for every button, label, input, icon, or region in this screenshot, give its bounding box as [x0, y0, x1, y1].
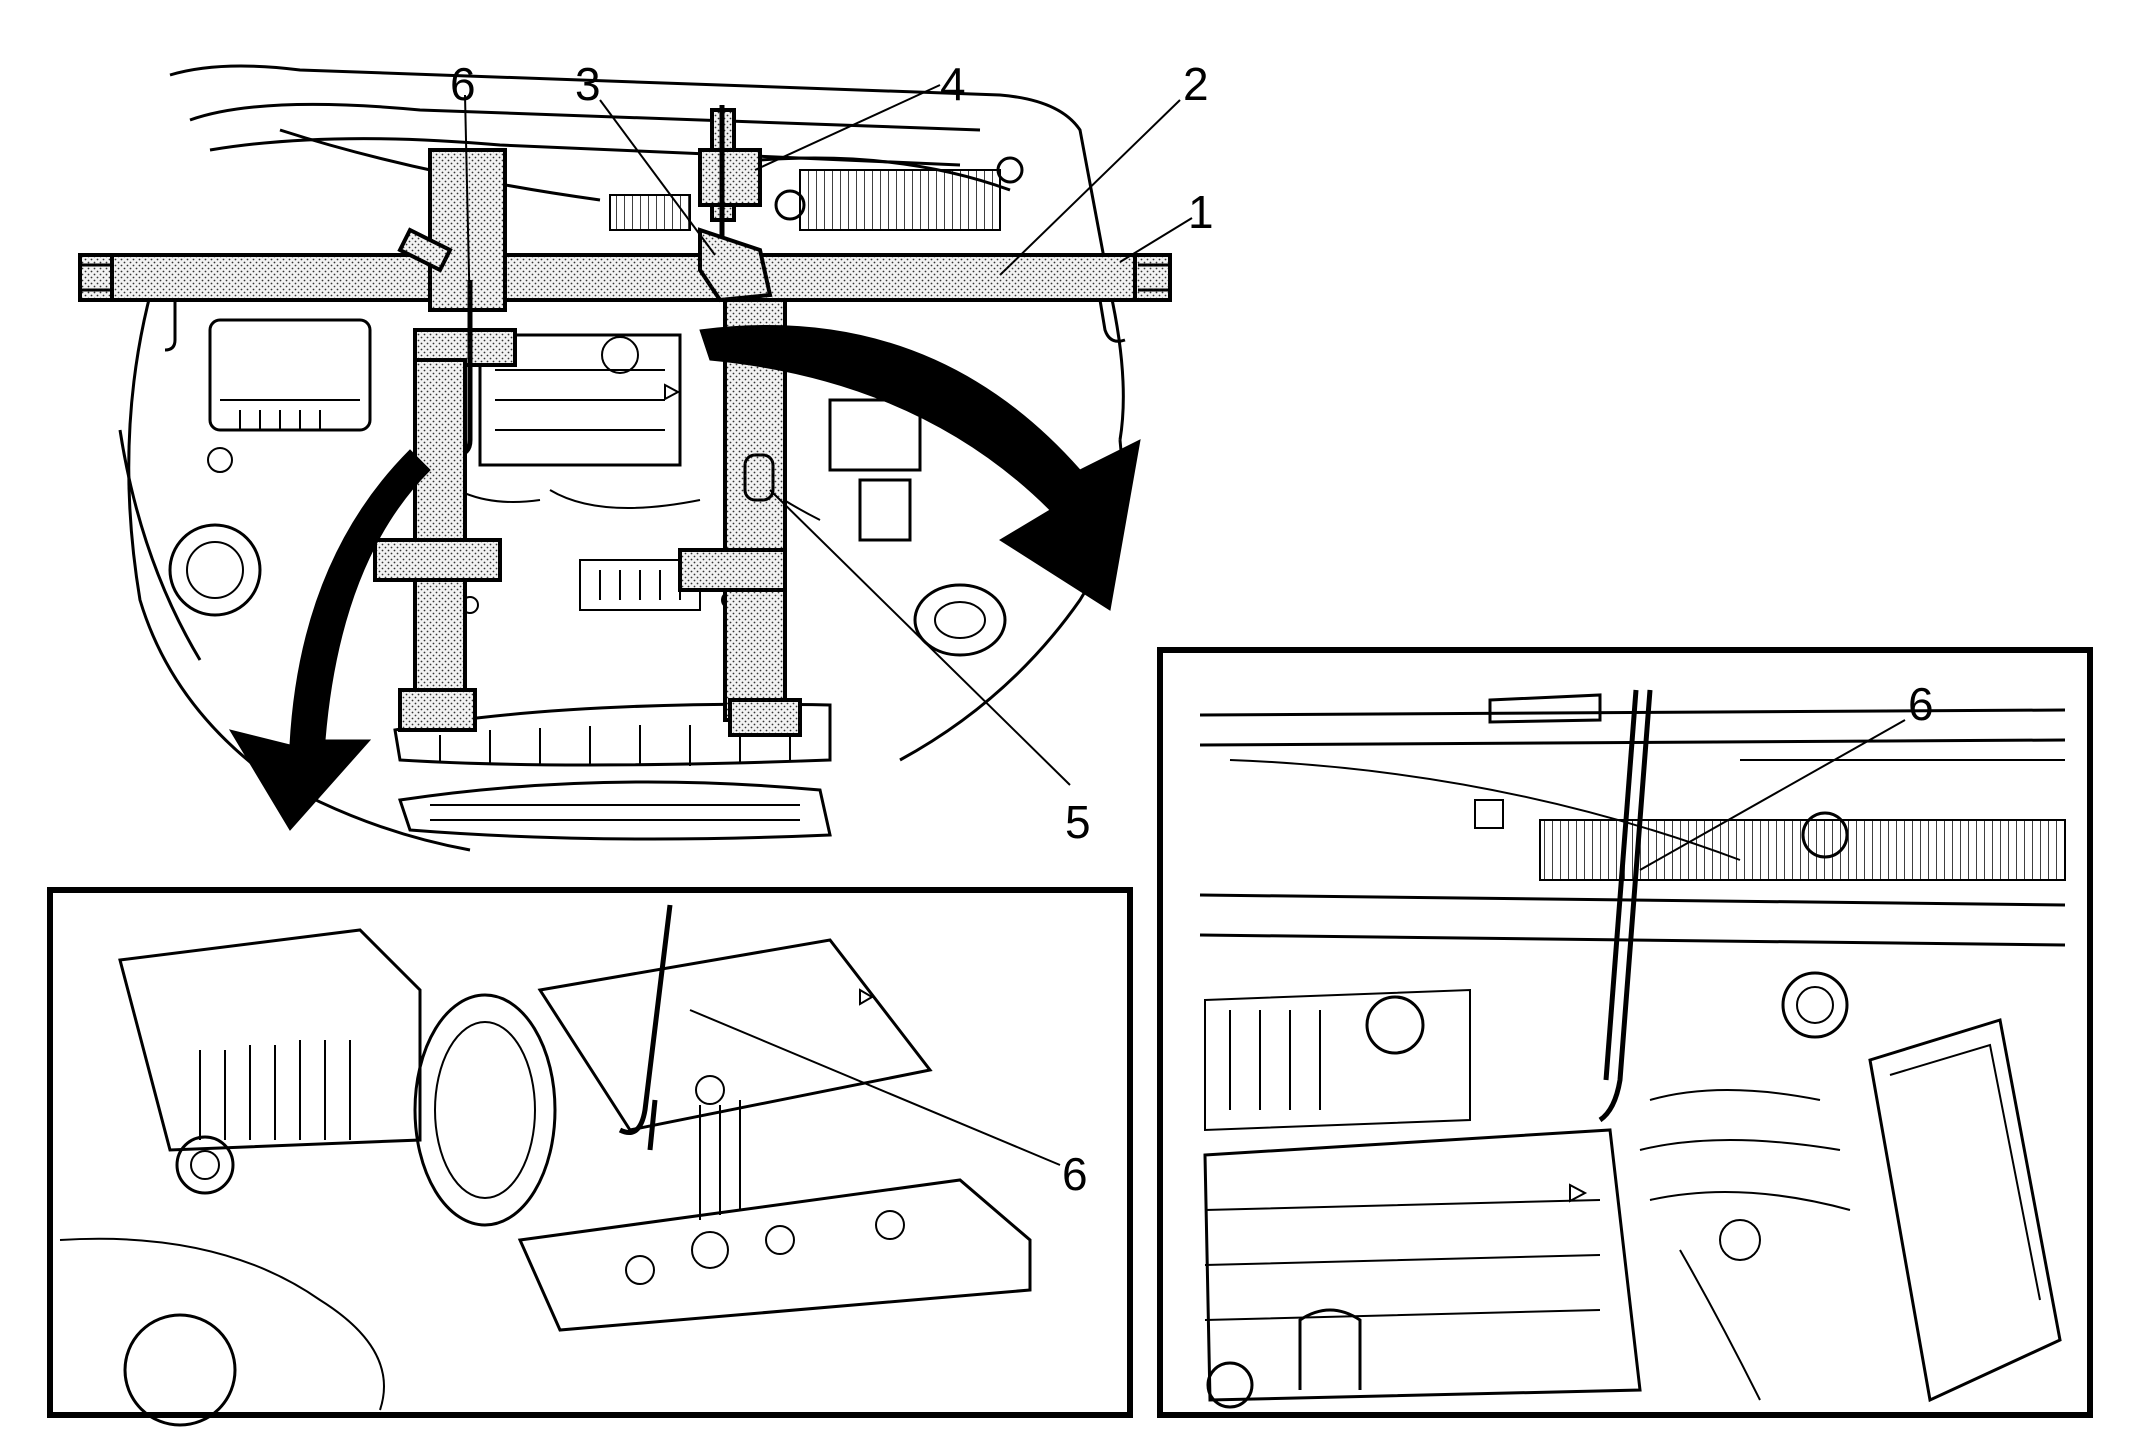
front-grille [393, 702, 832, 767]
inset-right-reservoir-cap [1781, 971, 1849, 1039]
callout-4: 4 [940, 58, 966, 110]
inset-left-engine-cover [537, 938, 933, 1132]
inset-right-leader-6 [1639, 719, 1906, 871]
inset-right-oil-cap [1365, 995, 1425, 1055]
callout-1: 1 [1188, 186, 1214, 238]
leader-6 [464, 94, 471, 321]
engine-cover [478, 333, 682, 467]
inset-right-callout-6: 6 [1908, 678, 1934, 730]
support-leg-left [413, 358, 467, 702]
callout-6: 6 [450, 58, 476, 110]
leader-1 [1119, 217, 1193, 263]
cowl-grille [799, 169, 1001, 231]
hood-outline [169, 64, 1125, 441]
callout-2: 2 [1183, 58, 1209, 110]
inset-right-engine-cover [1203, 1128, 1642, 1402]
left-bar-hook [164, 300, 177, 352]
inset-left-leader-6 [689, 1009, 1061, 1166]
leg-foot-right [728, 698, 802, 737]
inset-left-detail: 6 [47, 887, 1133, 1427]
rotation-arrow-left [228, 449, 431, 831]
inset-left-hook-rod [618, 904, 673, 1135]
inset-right-detail: 6 [1157, 647, 2093, 1418]
battery [828, 398, 922, 472]
left-headlamp [168, 523, 262, 617]
support-bracket [698, 227, 773, 303]
leg-foot-left [398, 688, 477, 732]
support-pin [743, 453, 775, 502]
support-cross-bar [78, 253, 1172, 302]
inset-right-battery [1868, 1018, 2062, 1403]
wiper-pivot [774, 189, 806, 221]
inset-right-hook-rod [1598, 689, 1653, 1123]
inset-left-callout-6: 6 [1062, 1148, 1088, 1200]
main-illustration: 1 2 3 4 5 6 [78, 58, 1214, 852]
vehicle-body-outline [127, 259, 471, 852]
leader-2 [999, 99, 1181, 276]
inset-left-strut-mount [175, 1135, 235, 1195]
leader-3 [599, 99, 716, 256]
inset-right-wiper [1488, 693, 1602, 724]
callout-3: 3 [575, 58, 601, 110]
air-cleaner-box [208, 318, 372, 432]
callout-5: 5 [1065, 796, 1091, 848]
rotation-arrow-right [699, 325, 1141, 611]
right-bar-hook [1098, 299, 1126, 343]
leader-5 [769, 489, 1071, 786]
right-headlamp [913, 583, 1007, 657]
inset-left-pulley [413, 993, 557, 1227]
leader-4 [754, 84, 941, 171]
